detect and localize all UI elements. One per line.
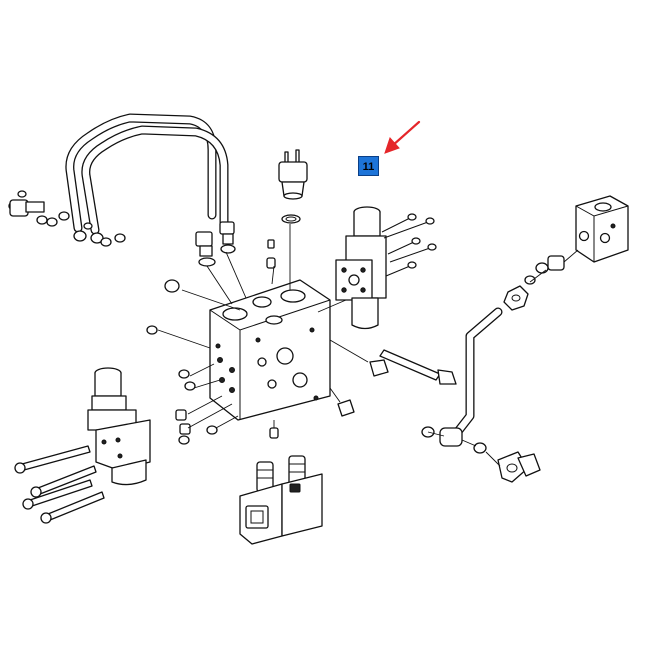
leader-lines [157, 224, 579, 467]
solenoid-bolts [14, 445, 105, 524]
cartridge-bolts [381, 213, 437, 277]
tube-end-fittings [73, 221, 236, 267]
pipe-fittings [503, 255, 565, 311]
port-block [575, 195, 629, 263]
main-valve-block [209, 279, 331, 421]
bolt-and-washers [8, 190, 70, 227]
long-through-bolt [379, 349, 457, 385]
arrow-down-left-icon [384, 120, 421, 154]
hydraulic-valve-cartridge [335, 206, 387, 330]
solenoid-valve-left [87, 367, 151, 486]
hydraulic-tube-pair [65, 113, 229, 235]
solenoid-coils [239, 455, 323, 545]
bent-return-pipe [421, 307, 503, 454]
block-screws [146, 239, 389, 445]
banjo-bolt [497, 451, 541, 483]
callout-label: 11 [358, 156, 379, 176]
pressure-switch [278, 149, 308, 224]
